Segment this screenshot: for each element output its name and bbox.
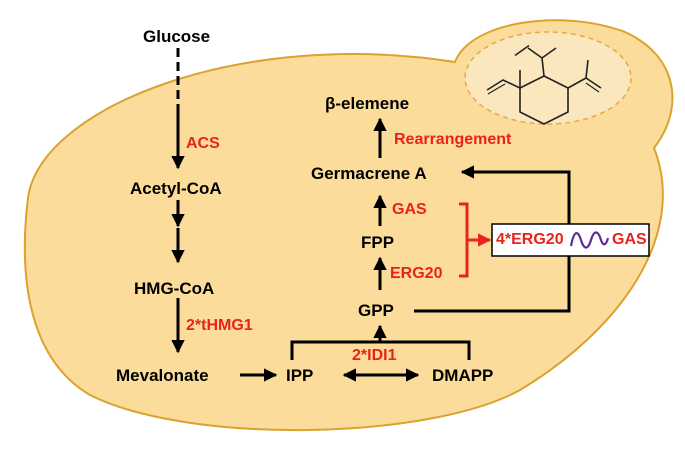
enzyme-gas: GAS <box>392 201 427 218</box>
enzyme-erg20: ERG20 <box>390 265 443 282</box>
label-glucose: Glucose <box>143 27 211 46</box>
label-dmapp: DMAPP <box>432 366 494 385</box>
fusion-label-gas: GAS <box>612 231 647 248</box>
enzyme-thmg1: 2*tHMG1 <box>186 317 253 334</box>
label-fpp: FPP <box>361 233 395 252</box>
beta-elemene-structure-icon <box>486 44 602 125</box>
label-hmg-coa: HMG-CoA <box>134 279 215 298</box>
fusion-label-erg20: 4*ERG20 <box>496 231 564 248</box>
label-gpp: GPP <box>358 301 394 320</box>
label-acetyl-coa: Acetyl-CoA <box>130 179 222 198</box>
label-ipp: IPP <box>286 366 314 385</box>
label-germacrene-a: Germacrene A <box>311 164 427 183</box>
cell-body <box>23 19 674 432</box>
wavy-linker-icon <box>569 231 610 249</box>
label-mevalonate: Mevalonate <box>116 366 209 385</box>
enzyme-acs: ACS <box>186 135 220 152</box>
enzyme-rearrangement: Rearrangement <box>394 131 512 148</box>
label-beta-elemene: β-elemene <box>325 94 410 113</box>
enzyme-idi1: 2*IDI1 <box>352 347 397 364</box>
fusion-box <box>491 223 650 257</box>
